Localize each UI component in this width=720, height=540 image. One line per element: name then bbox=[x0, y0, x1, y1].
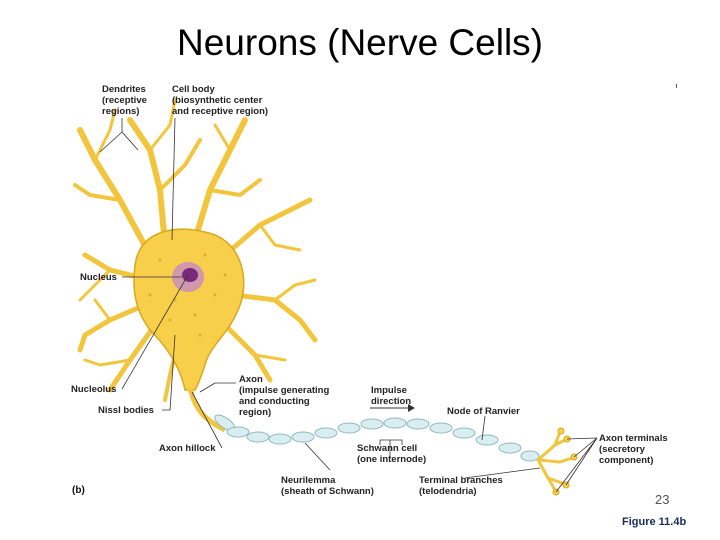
label-neurilemma: Neurilemma(sheath of Schwann) bbox=[281, 475, 374, 497]
cell-body bbox=[133, 228, 245, 391]
tick-mark bbox=[676, 84, 677, 88]
label-terminal-branches: Terminal branches(telodendria) bbox=[419, 475, 503, 497]
leader-lines bbox=[99, 117, 598, 493]
figure-part-label: (b) bbox=[72, 485, 85, 496]
page-number: 23 bbox=[655, 492, 670, 507]
label-schwann-cell: Schwann cell(one internode) bbox=[357, 443, 427, 465]
label-nucleus: Nucleus bbox=[80, 272, 117, 283]
label-axon-hillock: Axon hillock bbox=[159, 443, 216, 454]
label-nucleolus: Nucleolus bbox=[71, 384, 117, 395]
slide-title: Neurons (Nerve Cells) bbox=[177, 22, 543, 63]
terminal-branches bbox=[536, 430, 574, 492]
myelin-sheath bbox=[214, 414, 540, 462]
axon bbox=[187, 387, 227, 433]
label-nissl-bodies: Nissl bodies bbox=[98, 405, 154, 416]
dendrites bbox=[73, 98, 318, 402]
label-node-of-ranvier: Node of Ranvier bbox=[447, 406, 520, 417]
figure-caption: Figure 11.4b bbox=[622, 516, 687, 528]
impulse-arrow bbox=[370, 404, 415, 412]
